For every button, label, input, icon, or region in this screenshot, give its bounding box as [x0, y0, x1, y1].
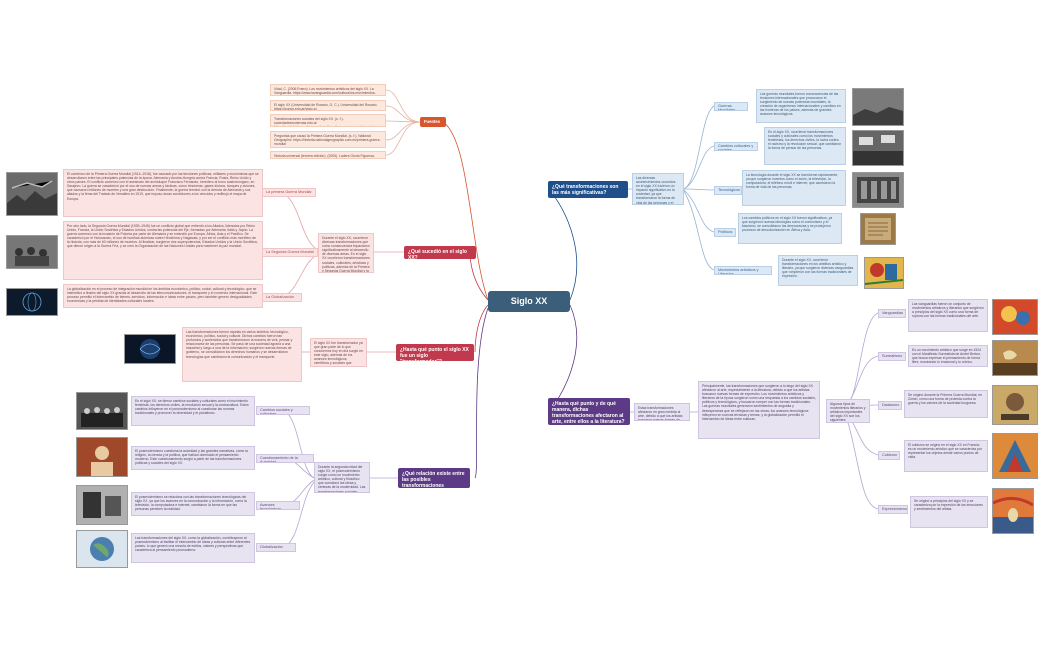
earth-network-photo — [124, 334, 176, 364]
war-troops-photo — [852, 88, 904, 126]
q-transformador-summary: El siglo XX fue transformador ya que gra… — [310, 338, 367, 367]
posmo-item-text-1: En el siglo XX, se dieron cambios social… — [131, 396, 255, 426]
expresionismo-painting — [992, 488, 1034, 534]
technology-photo — [76, 485, 128, 525]
transf-item-label-2[interactable]: Cambios culturales y sociales — [714, 142, 758, 151]
sucedio-item-label-1[interactable]: La primera Guerra Mundial — [262, 188, 316, 197]
q-literatura-hub: Algunos tipos de movimientos literarios … — [826, 399, 870, 423]
q-sucedio-node[interactable]: ¿Qué sucedió en el siglo XX? — [404, 246, 476, 259]
q-transformaciones-node[interactable]: ¿Qué transformaciones son las más signif… — [548, 181, 628, 198]
transf-item-text-1: Las guerras mundiales fueron consecuenci… — [756, 89, 846, 123]
sucedio-item-label-2[interactable]: La Segunda Guerra Mundial — [262, 248, 318, 257]
fuentes-ref-2: El siglo XX (Universidad de Rosario, G. … — [270, 100, 386, 111]
posmo-item-text-2: El posmodernismo cuestiona la autoridad … — [131, 446, 255, 470]
lit-item-text-4: El cubismo se originó en el siglo XX en … — [904, 440, 988, 472]
fuentes-ref-5: Historia universal (tercera edición). (2… — [270, 151, 386, 159]
sucedio-item-text-3: La globalización es el proceso de integr… — [63, 284, 263, 308]
transf-item-text-4: Los cambios políticos en el siglo XX fue… — [738, 213, 842, 244]
lit-item-text-5: Se originó a principios del siglo XX y s… — [910, 496, 988, 528]
lit-item-text-3: Se originó durante la Primera Guerra Mun… — [904, 390, 988, 418]
q-transformaciones-summary: Las diversas acontecimientos ocurridos e… — [632, 173, 684, 205]
lit-item-label-5[interactable]: Expresionismo — [878, 505, 908, 514]
transf-item-text-5: Durante el siglo XX, ocurrieron transfor… — [778, 255, 858, 286]
q-posmodernismo-node[interactable]: ¿Qué relación existe entre las posibles … — [398, 468, 470, 488]
crowd-photo — [76, 392, 128, 430]
lit-item-label-2[interactable]: Surrealismo — [878, 352, 906, 361]
globe-photo — [76, 530, 128, 568]
lit-item-label-1[interactable]: Vanguardias — [878, 309, 906, 318]
lit-item-text-2: Es un movimiento artístico que surge en … — [908, 345, 988, 367]
computer-photo — [852, 172, 904, 208]
q-literatura-summary: Estas transformaciones afectaron en gran… — [634, 403, 690, 421]
ww2-photo — [6, 235, 58, 269]
transf-item-label-5[interactable]: Movimientos artísticos y Literarios — [714, 266, 772, 275]
q-posmodernismo-summary: Durante la segunda mitad del siglo XX, e… — [314, 462, 370, 493]
transf-item-label-4[interactable]: Políticos — [714, 228, 736, 237]
q-literatura-node[interactable]: ¿Hasta qué punto y de qué manera, dichas… — [548, 398, 630, 425]
posmo-item-text-3: El posmodernismo se relaciona con las tr… — [131, 492, 255, 516]
fuentes-ref-4: Preguntas que causó la Primera Guerra Mu… — [270, 131, 386, 148]
posmo-item-label-1[interactable]: Cambios sociales y culturales — [256, 406, 310, 415]
protest-photo — [852, 130, 904, 166]
posmo-item-label-4[interactable]: Globalización — [256, 543, 296, 552]
vanguardias-painting — [992, 299, 1038, 335]
transf-item-text-3: La tecnología durante el siglo XX se tra… — [742, 170, 846, 206]
propaganda-photo — [76, 437, 128, 477]
surrealismo-painting — [992, 340, 1038, 376]
dadaismo-painting — [992, 385, 1038, 425]
fuentes-ref-1: Vidal, C. (2006 Enero). Los movimientos … — [270, 84, 386, 96]
sucedio-item-label-3[interactable]: La Globalización — [262, 293, 302, 302]
political-document-photo — [860, 213, 896, 245]
lit-item-label-4[interactable]: Cubismo — [878, 451, 900, 460]
artwork-photo — [864, 257, 904, 289]
transf-item-label-1[interactable]: Guerras Mundiales — [714, 102, 748, 111]
fuentes-ref-3: Transformaciones sociales del siglo XX. … — [270, 114, 386, 127]
central-topic[interactable]: Siglo XX — [488, 291, 570, 312]
transf-item-text-2: En el siglo XX, ocurrieron transformacio… — [764, 127, 846, 165]
fuentes-node[interactable]: Fuentes — [420, 117, 446, 127]
sucedio-item-text-1: El comienzo de la Primera Guerra Mundial… — [63, 169, 263, 217]
posmo-item-label-3[interactable]: Avances tecnológicos — [256, 501, 300, 510]
sucedio-item-text-2: Por otro lado, la Segunda Guerra Mundial… — [63, 221, 263, 280]
cubismo-painting — [992, 433, 1038, 479]
transf-item-label-3[interactable]: Tecnológicos — [714, 186, 742, 195]
globalization-photo — [6, 288, 58, 316]
q-transformador-text: Las transformaciones fueron rápidas en v… — [182, 327, 302, 382]
posmo-item-label-2[interactable]: Cuestionamiento de la Autoridad — [256, 454, 314, 463]
q-sucedio-summary: Durante el siglo XX, ocurrieron diversas… — [318, 233, 374, 273]
lit-item-text-1: Las vanguardias fueron un conjunto de mo… — [908, 299, 988, 332]
ww1-photo — [6, 172, 58, 216]
q-transformador-node[interactable]: ¿Hasta qué punto el siglo XX fue un sigl… — [396, 344, 474, 361]
q-literatura-text: Principalmente, las transformaciones que… — [698, 381, 820, 439]
lit-item-label-3[interactable]: Dadaísmo — [878, 401, 902, 410]
posmo-item-text-4: Las transformaciones del siglo XX, como … — [131, 533, 255, 563]
